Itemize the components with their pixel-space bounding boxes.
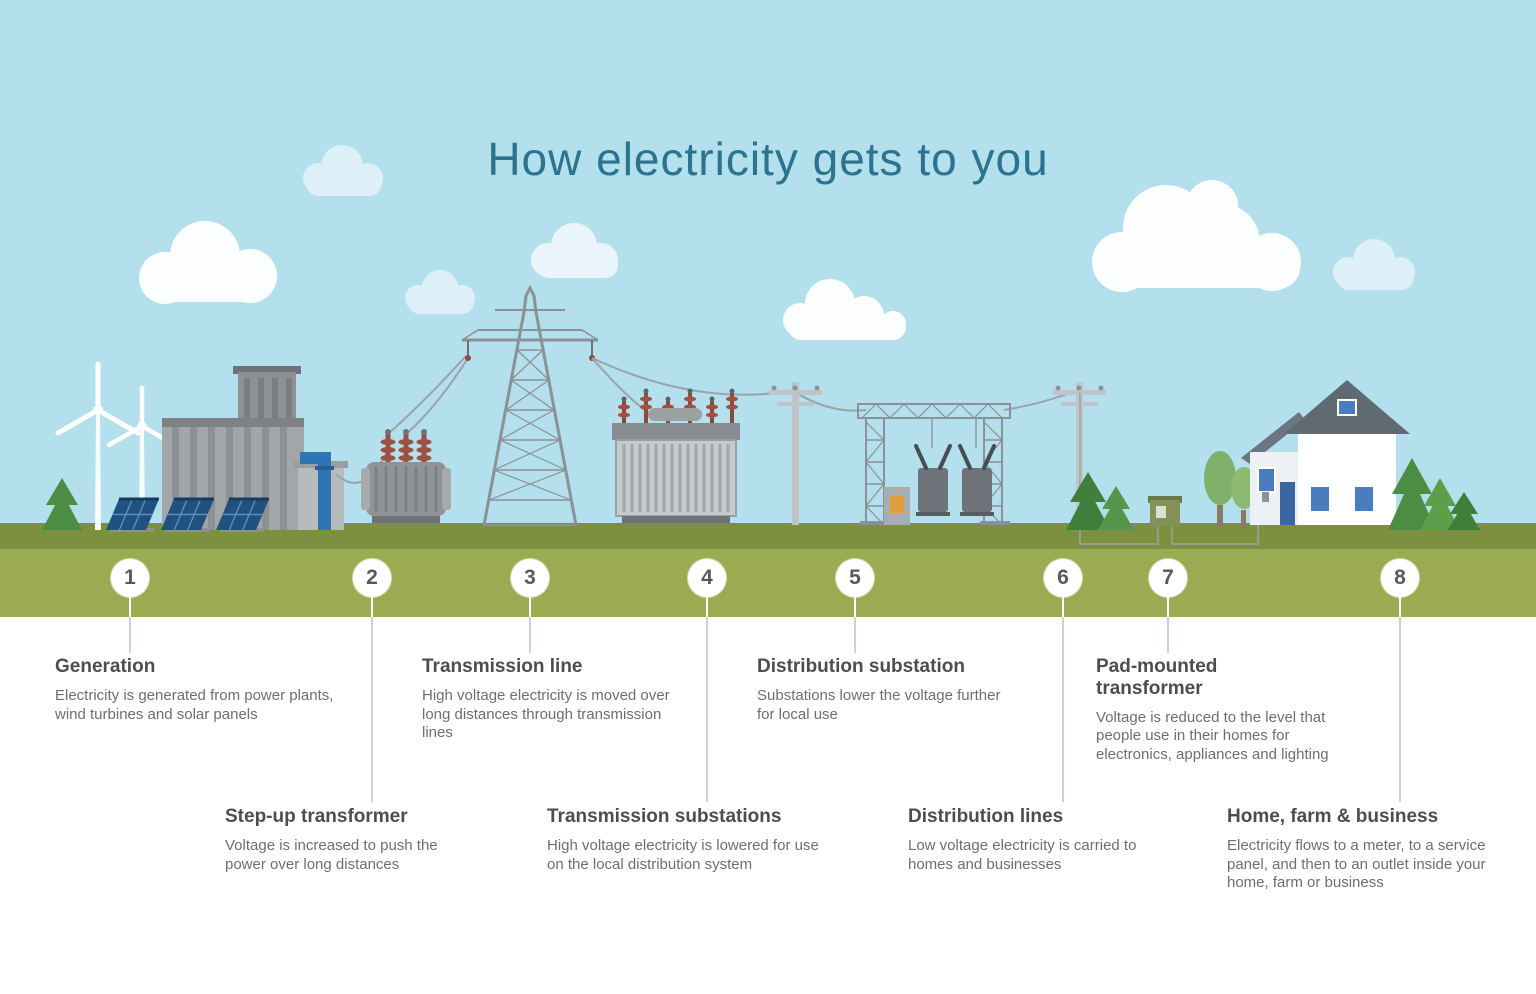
step-4-body: High voltage electricity is lowered for …: [547, 836, 819, 873]
step-4-description: Transmission substations High voltage el…: [547, 806, 837, 874]
step-3-badge: 3: [511, 559, 549, 597]
step-6-heading: Distribution lines: [908, 806, 1064, 827]
step-4-badge: 4: [688, 559, 726, 597]
step-1-badge: 1: [111, 559, 149, 597]
step-5-description: Distribution substation Substations lowe…: [757, 656, 1017, 724]
house-icon: [1241, 380, 1410, 525]
step-6-connector: [1062, 597, 1064, 802]
step-3-connector: [529, 597, 531, 653]
step-2-badge: 2: [353, 559, 391, 597]
step-2-connector: [371, 597, 373, 802]
step-5-badge: 5: [836, 559, 874, 597]
step-3-heading: Transmission line: [422, 656, 583, 677]
tree-icon: [1388, 458, 1480, 530]
transmission-substation-icon: [612, 388, 740, 523]
step-3-body: High voltage electricity is moved over l…: [422, 686, 670, 742]
step-5-heading: Distribution substation: [757, 656, 965, 677]
step-2-body: Voltage is increased to push the power o…: [225, 836, 438, 873]
step-8-heading: Home, farm & business: [1227, 806, 1439, 827]
solar-panel-icon: [106, 497, 269, 532]
utility-pole-icon: [769, 382, 822, 525]
step-2-description: Step-up transformer Voltage is increased…: [225, 806, 470, 874]
step-4-connector: [706, 597, 708, 802]
step-7-body: Voltage is reduced to the level that peo…: [1096, 708, 1329, 764]
distribution-substation-icon: [857, 403, 1011, 526]
step-7-description: Pad-mounted transformer Voltage is reduc…: [1096, 656, 1360, 765]
step-6-body: Low voltage electricity is carried to ho…: [908, 836, 1137, 873]
step-1-description: Generation Electricity is generated from…: [55, 656, 355, 724]
step-1-connector: [129, 597, 131, 653]
cloud-icon: [139, 145, 1415, 340]
step-1-heading: Generation: [55, 656, 156, 677]
step-8-description: Home, farm & business Electricity flows …: [1227, 806, 1499, 893]
step-5-connector: [854, 597, 856, 653]
step-6-description: Distribution lines Low voltage electrici…: [908, 806, 1158, 874]
tree-icon: [42, 472, 1134, 530]
step-3-description: Transmission line High voltage electrici…: [422, 656, 672, 743]
step-8-connector: [1399, 597, 1401, 802]
step-8-badge: 8: [1381, 559, 1419, 597]
wind-turbine-icon: [55, 361, 141, 530]
step-1-body: Electricity is generated from power plan…: [55, 686, 334, 723]
page-title: How electricity gets to you: [487, 133, 1049, 185]
step-7-badge: 7: [1149, 559, 1187, 597]
transmission-tower-icon: [461, 284, 599, 526]
step-4-heading: Transmission substations: [547, 806, 782, 827]
scene-illustration: [0, 0, 1536, 617]
step-5-body: Substations lower the voltage further fo…: [757, 686, 1001, 723]
pad-mounted-transformer-icon: [1148, 496, 1182, 526]
step-8-body: Electricity flows to a meter, to a servi…: [1227, 836, 1486, 892]
ground-band: [0, 549, 1536, 617]
step-7-heading: Pad-mounted transformer: [1096, 656, 1218, 699]
step-7-connector: [1167, 597, 1169, 653]
step-2-heading: Step-up transformer: [225, 806, 408, 827]
power-line-icon: [1079, 392, 1259, 545]
step-6-badge: 6: [1044, 559, 1082, 597]
step-up-transformer-icon: [361, 429, 451, 523]
